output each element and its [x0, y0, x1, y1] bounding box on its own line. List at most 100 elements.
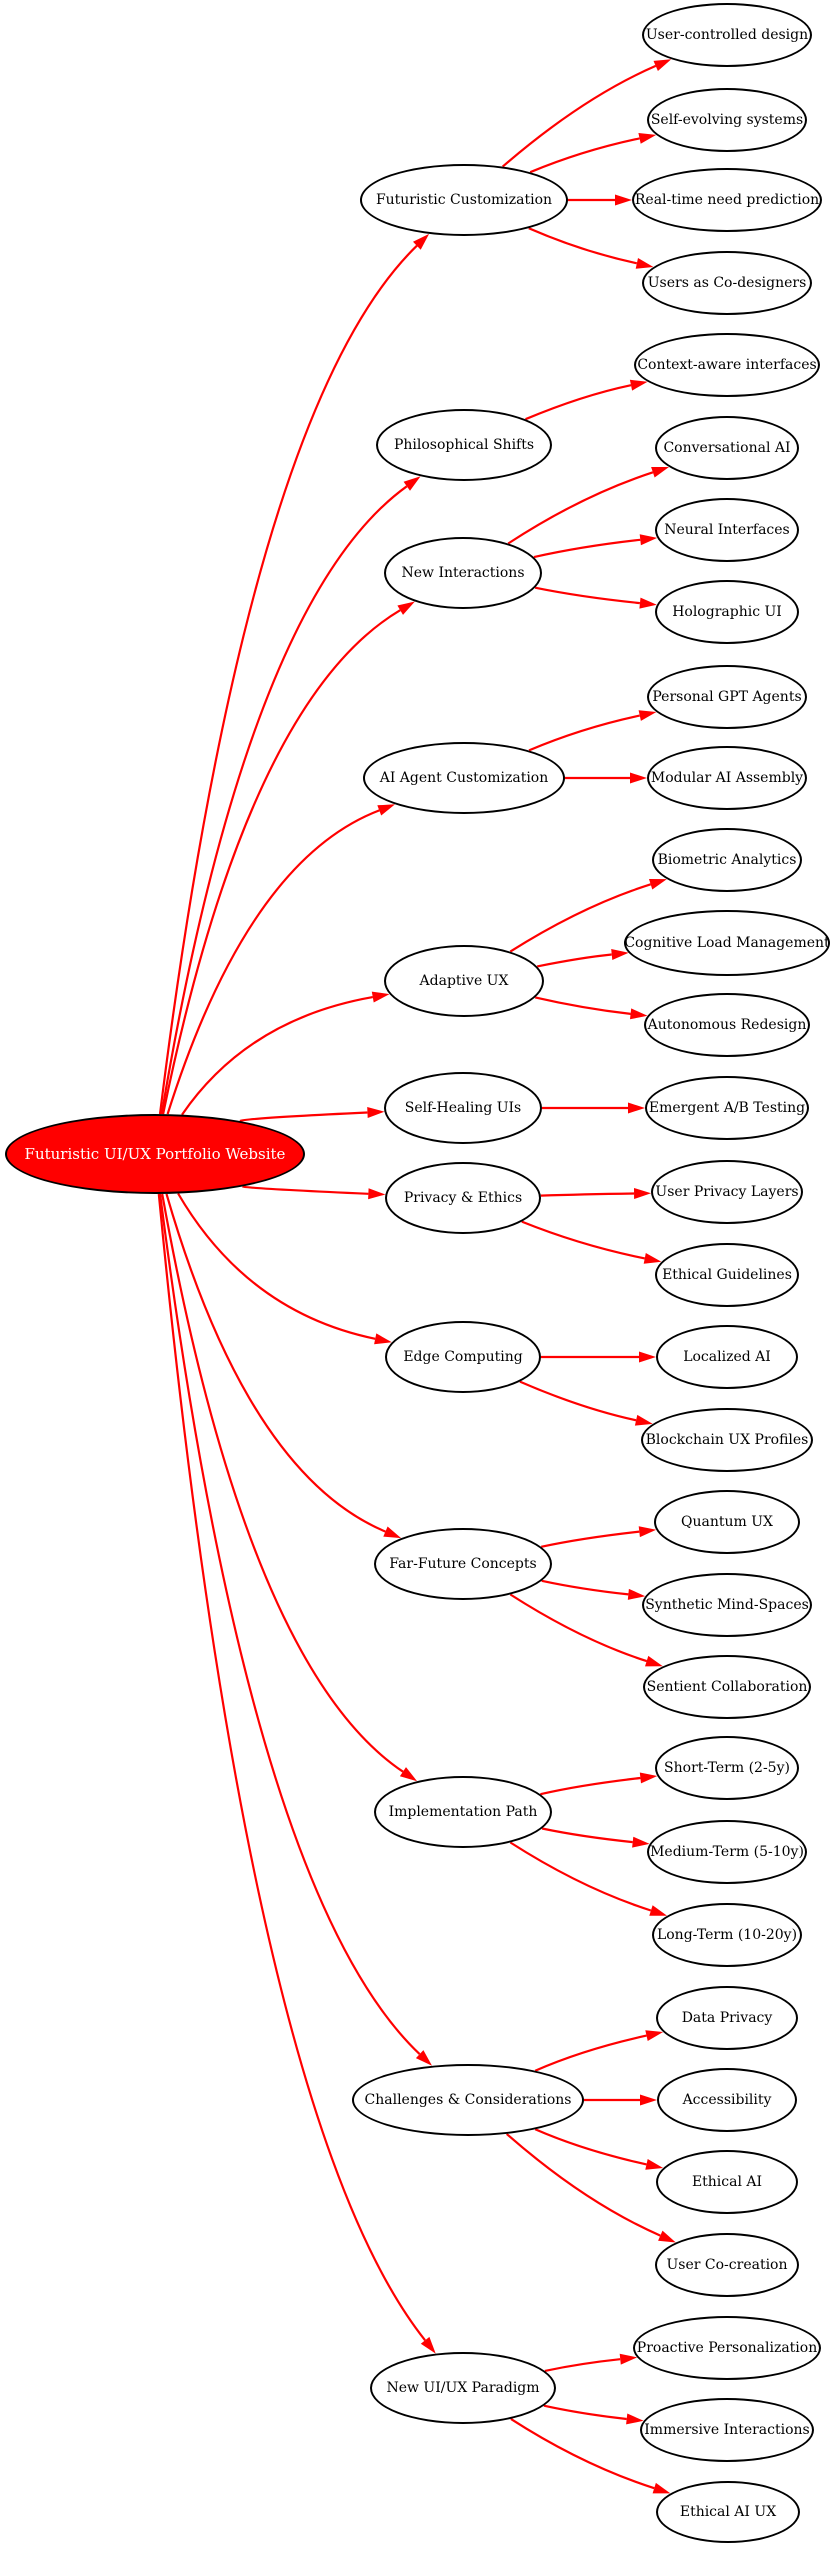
node-label-users-as-co-designers: Users as Co-designers	[647, 275, 807, 291]
node-label-challenges-considerations: Challenges & Considerations	[364, 2092, 572, 2108]
node-label-new-uiux-paradigm: New UI/UX Paradigm	[386, 2380, 540, 2396]
edge-root-new-interactions	[162, 601, 415, 1115]
node-label-immersive-interactions: Immersive Interactions	[644, 2422, 810, 2438]
edge-root-edge-computing	[177, 1192, 392, 1345]
node-adaptive-ux: Adaptive UX	[384, 945, 544, 1017]
node-challenges-considerations: Challenges & Considerations	[352, 2064, 584, 2136]
node-label-far-future-concepts: Far-Future Concepts	[389, 1556, 537, 1572]
node-synthetic-mind-spaces: Synthetic Mind-Spaces	[642, 1573, 812, 1637]
node-sentient-collaboration: Sentient Collaboration	[643, 1655, 811, 1719]
edge-adaptive-ux-biometric-analytics	[509, 879, 667, 953]
edge-root-futuristic-customization	[158, 233, 430, 1115]
edge-new-interactions-holographic-ui	[534, 586, 657, 609]
node-ethical-ai: Ethical AI	[656, 2150, 798, 2214]
node-label-user-privacy-layers: User Privacy Layers	[655, 1184, 799, 1200]
edge-edge-computing-localized-ai	[540, 1351, 656, 1363]
node-proactive-personalization: Proactive Personalization	[633, 2316, 821, 2380]
node-new-interactions: New Interactions	[384, 537, 542, 609]
edge-root-ai-agent-customization	[166, 804, 396, 1115]
node-privacy-ethics: Privacy & Ethics	[385, 1162, 541, 1234]
node-new-uiux-paradigm: New UI/UX Paradigm	[370, 2352, 556, 2424]
edge-challenges-considerations-accessibility	[584, 2094, 657, 2106]
edge-far-future-concepts-sentient-collaboration	[509, 1593, 663, 1667]
node-blockchain-ux-profiles: Blockchain UX Profiles	[641, 1408, 813, 1472]
node-localized-ai: Localized AI	[656, 1325, 798, 1389]
node-user-privacy-layers: User Privacy Layers	[651, 1160, 803, 1224]
node-personal-gpt-agents: Personal GPT Agents	[647, 665, 807, 729]
edge-root-philosophical-shifts	[160, 476, 421, 1115]
node-holographic-ui: Holographic UI	[655, 580, 799, 644]
node-real-time-need-prediction: Real-time need prediction	[632, 168, 822, 232]
node-quantum-ux: Quantum UX	[654, 1490, 800, 1554]
node-edge-computing: Edge Computing	[385, 1321, 541, 1393]
node-label-personal-gpt-agents: Personal GPT Agents	[652, 689, 802, 705]
node-label-accessibility: Accessibility	[682, 2092, 772, 2108]
node-label-ethical-ai: Ethical AI	[691, 2174, 763, 2190]
edge-far-future-concepts-quantum-ux	[540, 1526, 657, 1548]
node-biometric-analytics: Biometric Analytics	[652, 828, 802, 892]
node-label-modular-ai-assembly: Modular AI Assembly	[650, 770, 804, 786]
node-label-user-controlled-design: User-controlled design	[645, 27, 809, 43]
edge-futuristic-customization-self-evolving-systems	[529, 133, 657, 174]
node-label-adaptive-ux: Adaptive UX	[419, 973, 509, 989]
node-label-self-evolving-systems: Self-evolving systems	[650, 112, 804, 128]
node-users-as-co-designers: Users as Co-designers	[642, 251, 812, 315]
node-short-term-2-5y: Short-Term (2-5y)	[655, 1736, 799, 1800]
edge-implementation-path-long-term-10-20y	[509, 1841, 668, 1916]
node-conversational-ai: Conversational AI	[655, 416, 799, 480]
edge-futuristic-customization-users-as-co-designers	[528, 227, 654, 269]
edge-privacy-ethics-ethical-guidelines	[521, 1220, 662, 1264]
node-self-evolving-systems: Self-evolving systems	[647, 88, 807, 152]
edge-ai-agent-customization-modular-ai-assembly	[565, 772, 647, 784]
node-label-ethical-guidelines: Ethical Guidelines	[662, 1267, 792, 1283]
node-label-medium-term-5-10y: Medium-Term (5-10y)	[650, 1844, 804, 1860]
edge-far-future-concepts-synthetic-mind-spaces	[541, 1579, 646, 1600]
edge-new-interactions-neural-interfaces	[533, 534, 658, 559]
node-context-aware-interfaces: Context-aware interfaces	[634, 333, 820, 397]
node-label-implementation-path: Implementation Path	[388, 1804, 538, 1820]
node-autonomous-redesign: Autonomous Redesign	[644, 993, 810, 1057]
node-label-autonomous-redesign: Autonomous Redesign	[647, 1017, 807, 1033]
edge-new-uiux-paradigm-immersive-interactions	[543, 2404, 644, 2425]
edge-implementation-path-medium-term-5-10y	[541, 1827, 650, 1848]
edge-privacy-ethics-user-privacy-layers	[540, 1188, 652, 1199]
node-label-self-healing-uis: Self-Healing UIs	[404, 1100, 522, 1116]
edge-futuristic-customization-real-time-need-prediction	[568, 194, 632, 206]
edge-philosophical-shifts-context-aware-interfaces	[525, 379, 648, 421]
edge-root-privacy-ethics	[242, 1185, 386, 1200]
node-label-user-co-creation: User Co-creation	[666, 2257, 788, 2273]
node-label-new-interactions: New Interactions	[401, 565, 525, 581]
edge-ai-agent-customization-personal-gpt-agents	[528, 710, 657, 752]
node-long-term-10-20y: Long-Term (10-20y)	[652, 1903, 802, 1967]
edge-adaptive-ux-autonomous-redesign	[534, 996, 648, 1020]
edge-root-implementation-path	[161, 1193, 418, 1782]
node-label-edge-computing: Edge Computing	[403, 1349, 523, 1365]
edge-challenges-considerations-data-privacy	[534, 2030, 664, 2072]
node-label-ai-agent-customization: AI Agent Customization	[379, 770, 549, 786]
node-user-controlled-design: User-controlled design	[642, 3, 812, 67]
edge-root-challenges-considerations	[159, 1193, 432, 2066]
node-label-proactive-personalization: Proactive Personalization	[636, 2340, 818, 2356]
node-ethical-guidelines: Ethical Guidelines	[655, 1243, 799, 1307]
node-modular-ai-assembly: Modular AI Assembly	[647, 746, 807, 810]
node-label-biometric-analytics: Biometric Analytics	[657, 852, 797, 868]
node-label-real-time-need-prediction: Real-time need prediction	[634, 192, 820, 208]
node-implementation-path: Implementation Path	[374, 1776, 552, 1848]
edge-implementation-path-short-term-2-5y	[540, 1772, 658, 1796]
node-label-holographic-ui: Holographic UI	[672, 604, 782, 620]
node-label-philosophical-shifts: Philosophical Shifts	[393, 437, 535, 453]
node-user-co-creation: User Co-creation	[655, 2233, 799, 2297]
edge-new-uiux-paradigm-ethical-ai-ux	[510, 2417, 671, 2494]
node-philosophical-shifts: Philosophical Shifts	[376, 409, 552, 481]
node-label-ethical-ai-ux: Ethical AI UX	[679, 2504, 777, 2520]
node-label-localized-ai: Localized AI	[683, 1349, 771, 1365]
node-label-emergent-ab-testing: Emergent A/B Testing	[648, 1100, 806, 1116]
node-label-quantum-ux: Quantum UX	[681, 1514, 773, 1530]
edge-edge-computing-blockchain-ux-profiles	[519, 1380, 653, 1426]
node-cognitive-load-management: Cognitive Load Management	[624, 910, 830, 976]
node-data-privacy: Data Privacy	[656, 1986, 798, 2050]
edge-root-far-future-concepts	[165, 1193, 402, 1539]
edge-adaptive-ux-cognitive-load-management	[536, 949, 629, 968]
